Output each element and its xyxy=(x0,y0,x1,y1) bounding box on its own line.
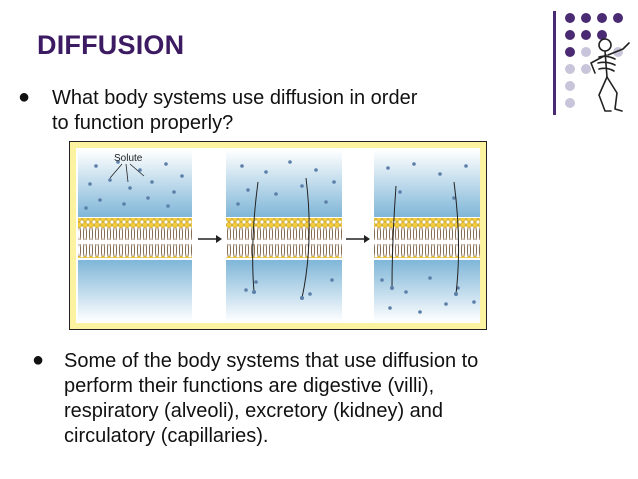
decorative-bar xyxy=(553,11,556,115)
decor-dot xyxy=(581,47,591,57)
decor-dot xyxy=(581,13,591,23)
slide-title: DIFFUSION xyxy=(37,30,185,60)
membrane-panel xyxy=(374,150,480,322)
decor-dot xyxy=(613,47,623,57)
bullet-text-line: perform their functions are digestive (v… xyxy=(64,375,435,397)
arrow-icon xyxy=(346,235,370,243)
membrane-diagram: Solute xyxy=(76,148,480,323)
bullet-item: ● What body systems use diffusion in ord… xyxy=(18,86,538,138)
decor-dot xyxy=(597,30,607,40)
decor-dot xyxy=(565,98,575,108)
bullet-text-line: circulatory (capillaries). xyxy=(64,425,269,447)
membrane-panel xyxy=(78,150,192,322)
decor-dot xyxy=(581,64,591,74)
bullet-dot: ● xyxy=(32,349,45,371)
membrane-panel xyxy=(226,150,342,322)
bullet-dot: ● xyxy=(18,86,31,108)
bullet-item: ● Some of the body systems that use diff… xyxy=(32,349,628,459)
bullet-text-line: Some of the body systems that use diffus… xyxy=(64,350,479,372)
decor-dot xyxy=(565,81,575,91)
decor-dot xyxy=(565,47,575,57)
skeleton-icon xyxy=(590,38,630,112)
bullet-text-line: to function properly? xyxy=(52,112,234,134)
arrow-icon xyxy=(198,235,222,243)
bullet-text-line: What body systems use diffusion in order xyxy=(52,87,418,109)
decor-dot xyxy=(565,30,575,40)
diffusion-figure: Solute xyxy=(69,141,487,330)
bullet-text-line: respiratory (alveoli), excretory (kidney… xyxy=(64,400,444,422)
decor-dot xyxy=(613,13,623,23)
decor-dot xyxy=(597,13,607,23)
solute-label: Solute xyxy=(114,153,143,164)
decor-dot xyxy=(565,13,575,23)
decor-dot xyxy=(565,64,575,74)
decor-dot xyxy=(581,30,591,40)
